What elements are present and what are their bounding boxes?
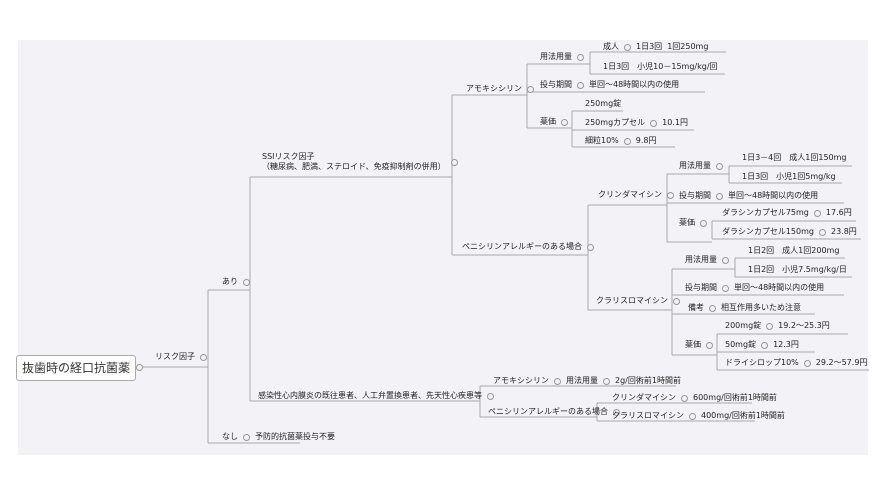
collapse-toggle[interactable] <box>722 256 729 264</box>
collapse-toggle[interactable] <box>487 392 494 400</box>
collapse-toggle[interactable] <box>554 377 561 385</box>
collapse-toggle[interactable] <box>613 408 620 416</box>
node-clinda[interactable]: クリンダマイシン <box>598 190 662 199</box>
collapse-toggle[interactable] <box>716 192 723 200</box>
collapse-toggle[interactable] <box>450 158 458 166</box>
node-amox-adult-freq[interactable]: 1日3回 <box>636 42 663 51</box>
collapse-toggle[interactable] <box>650 119 658 127</box>
mindmap-canvas <box>18 40 868 455</box>
node-clinda-p2[interactable]: ダラシンカプセル150mg <box>722 227 814 236</box>
collapse-toggle[interactable] <box>577 53 584 61</box>
node-amox-p2-val[interactable]: 10.1円 <box>662 118 688 127</box>
node-ssi-detail[interactable]: （糖尿病、肥満、ステロイド、免疫抑制剤の併用） <box>262 162 446 171</box>
node-ssi-allergy[interactable]: ペニシリンアレルギーのある場合 <box>462 242 582 251</box>
node-ie-clari[interactable]: クラリスロマイシン <box>612 411 684 420</box>
collapse-toggle[interactable] <box>243 278 250 286</box>
collapse-toggle[interactable] <box>623 137 631 145</box>
node-risk-factor[interactable]: リスク因子 <box>155 352 195 361</box>
collapse-toggle[interactable] <box>722 284 729 292</box>
node-amox-price[interactable]: 薬価 <box>540 117 556 126</box>
node-clinda-d2[interactable]: 1日3回 小児1回5mg/kg <box>742 172 836 181</box>
collapse-toggle[interactable] <box>716 162 723 170</box>
node-no-action[interactable]: 予防的抗菌薬投与不要 <box>255 432 335 441</box>
collapse-toggle[interactable] <box>673 297 680 305</box>
node-clari-p3-val[interactable]: 29.2～57.9円 <box>815 358 868 367</box>
collapse-toggle[interactable] <box>587 243 594 251</box>
collapse-toggle[interactable] <box>624 43 631 51</box>
node-clari-d2[interactable]: 1日2回 小児7.5mg/kg/日 <box>748 265 847 274</box>
node-amox-period[interactable]: 投与期間 <box>540 80 572 89</box>
node-clari-note-val[interactable]: 相互作用多いため注意 <box>721 303 801 312</box>
root-node[interactable]: 抜歯時の経口抗菌薬 <box>16 355 136 381</box>
node-ie-clari-val[interactable]: 400mg/回術前1時間前 <box>701 411 785 420</box>
collapse-toggle[interactable] <box>561 118 568 126</box>
node-clinda-period-val[interactable]: 単回～48時間以内の使用 <box>728 191 819 200</box>
collapse-toggle[interactable] <box>577 81 584 89</box>
node-ie-title[interactable]: 感染性心内膜炎の既往患者、人工弁置換患者、先天性心疾患等 <box>258 391 482 400</box>
node-no[interactable]: なし <box>222 432 238 441</box>
node-clari-note[interactable]: 備考 <box>688 303 704 312</box>
node-amox-p2[interactable]: 250mgカプセル <box>585 118 646 127</box>
node-clinda-p2-val[interactable]: 23.8円 <box>830 227 857 236</box>
collapse-toggle[interactable] <box>761 341 769 349</box>
node-clari-p1[interactable]: 200mg錠 <box>725 321 762 330</box>
node-amox-adult[interactable]: 成人 <box>603 42 619 51</box>
node-amox-p3[interactable]: 細粒10% <box>585 136 619 145</box>
node-ssi-title[interactable]: SSIリスク因子 <box>262 152 315 161</box>
node-clari-p1-val[interactable]: 19.2～25.3円 <box>778 321 830 330</box>
node-clari-d1[interactable]: 1日2回 成人1回200mg <box>748 246 840 255</box>
node-clinda-price[interactable]: 薬価 <box>679 218 695 227</box>
node-clari-p3[interactable]: ドライシロップ10% <box>725 358 799 367</box>
node-clari-p2[interactable]: 50mg錠 <box>725 340 757 349</box>
node-yes[interactable]: あり <box>222 277 238 286</box>
node-amox-dose[interactable]: 用法用量 <box>540 52 572 61</box>
collapse-toggle[interactable] <box>527 85 534 93</box>
node-clinda-d1[interactable]: 1日3－4回 成人1回150mg <box>742 153 847 162</box>
node-clinda-p1-val[interactable]: 17.6円 <box>825 208 852 217</box>
collapse-toggle[interactable] <box>200 353 207 361</box>
node-clinda-dose[interactable]: 用法用量 <box>679 161 711 170</box>
collapse-toggle[interactable] <box>243 433 250 441</box>
node-clinda-p1[interactable]: ダラシンカプセル75mg <box>722 208 809 217</box>
collapse-toggle[interactable] <box>689 412 696 420</box>
node-clari[interactable]: クラリスロマイシン <box>596 296 668 305</box>
node-ie-allergy[interactable]: ペニシリンアレルギーのある場合 <box>488 407 608 416</box>
node-amox-p1[interactable]: 250mg錠 <box>585 99 622 108</box>
collapse-toggle[interactable] <box>136 364 143 371</box>
node-clari-p2-val[interactable]: 12.3円 <box>773 340 799 349</box>
node-amox[interactable]: アモキシシリン <box>466 84 522 93</box>
collapse-toggle[interactable] <box>603 377 610 385</box>
collapse-toggle[interactable] <box>706 341 713 349</box>
collapse-toggle[interactable] <box>818 228 826 236</box>
node-ie-amox[interactable]: アモキシシリン <box>493 376 549 385</box>
node-amox-child[interactable]: 1日3回 小児10－15mg/kg/回 <box>603 62 718 71</box>
node-amox-adult-amt[interactable]: 1回250mg <box>667 42 709 51</box>
node-ie-clinda[interactable]: クリンダマイシン <box>612 393 676 402</box>
node-clari-dose[interactable]: 用法用量 <box>685 255 717 264</box>
node-ie-amox-val[interactable]: 2g/回術前1時間前 <box>615 376 681 385</box>
node-ie-amox-dose[interactable]: 用法用量 <box>566 376 598 385</box>
collapse-toggle[interactable] <box>813 209 821 217</box>
collapse-toggle[interactable] <box>700 219 707 227</box>
collapse-toggle[interactable] <box>709 304 716 312</box>
node-amox-p3-val[interactable]: 9.8円 <box>635 136 657 145</box>
node-amox-period-val[interactable]: 単回～48時間以内の使用 <box>589 80 680 89</box>
node-clari-price[interactable]: 薬価 <box>685 340 701 349</box>
node-clari-period-val[interactable]: 単回～48時間以内の使用 <box>734 283 825 292</box>
collapse-toggle[interactable] <box>803 359 811 367</box>
collapse-toggle[interactable] <box>766 322 774 330</box>
node-clari-period[interactable]: 投与期間 <box>685 283 717 292</box>
collapse-toggle[interactable] <box>681 394 688 402</box>
node-ie-clinda-val[interactable]: 600mg/回術前1時間前 <box>693 393 777 402</box>
node-clinda-period[interactable]: 投与期間 <box>679 191 711 200</box>
collapse-toggle[interactable] <box>667 191 674 199</box>
